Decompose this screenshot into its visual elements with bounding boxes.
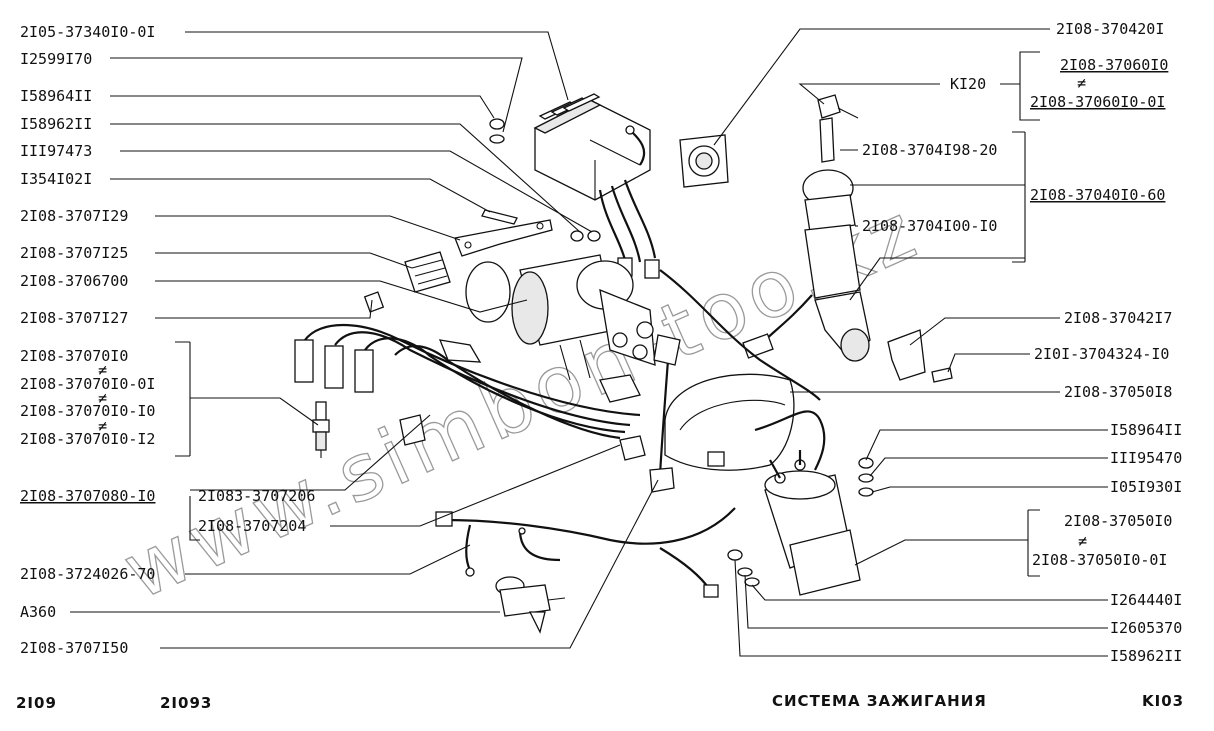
label-i2605370: I2605370	[1110, 619, 1182, 637]
label-2i08-3707i29: 2I08-3707I29	[20, 207, 128, 225]
label-2i08-3707i25: 2I08-3707I25	[20, 244, 128, 262]
ignition-key-icon	[817, 94, 859, 163]
wiring-harness-icon	[435, 507, 736, 598]
coil-cable-icon	[754, 410, 826, 471]
clamp-icon	[887, 329, 926, 381]
label-i58964ii-right: I58964II	[1110, 421, 1182, 439]
label-i2599i70: I2599I70	[20, 50, 92, 68]
o-ring-icon	[465, 261, 511, 323]
shroud-icon	[664, 373, 795, 471]
label-2i0i-3704324-i0: 2I0I-3704324-I0	[1034, 345, 1169, 363]
label-i58962ii-left: I58962II	[20, 115, 92, 133]
alt-markers-left: ≠ ≠ ≠	[98, 361, 107, 435]
alt-marker: ≠	[1078, 532, 1087, 550]
label-2i05-37340i0-0i: 2I05-37340I0-0I	[20, 23, 155, 41]
label-2i08-37050i0-0i: 2I08-37050I0-0I	[1032, 551, 1167, 569]
label-2i08-3707080-i0: 2I08-3707080-I0	[20, 487, 155, 505]
alt-marker: ≠	[1077, 74, 1086, 92]
label-2i08-3707i50: 2I08-3707I50	[20, 639, 128, 657]
label-2i08-3707204: 2I08-3707204	[198, 517, 306, 535]
fastener-group-left-icon	[481, 118, 601, 242]
label-2i08-37060i0-0i: 2I08-37060I0-0I	[1030, 93, 1165, 111]
label-2i08-37050i8: 2I08-37050I8	[1064, 383, 1172, 401]
label-i05i930i: I05I930I	[1110, 478, 1182, 496]
leader-lines	[70, 28, 1108, 657]
cover-gasket-icon	[679, 134, 729, 188]
footer-model-1: 2I09	[16, 694, 57, 712]
footer: 2I09 2I093 СИСТЕМА ЗАЖИГАНИЯ KI03	[16, 692, 1184, 712]
ignition-switch-icon	[742, 169, 871, 362]
label-2i083-3707206: 2I083-3707206	[198, 487, 315, 505]
label-iii97473: III97473	[20, 142, 92, 160]
label-2i08-37040i0-60: 2I08-37040I0-60	[1030, 186, 1165, 204]
label-2i08-37070i0-i2: 2I08-37070I0-I2	[20, 430, 155, 448]
alt-marker: ≠	[98, 389, 107, 407]
label-2i08-37070i0: 2I08-37070I0	[20, 347, 128, 365]
label-2i08-37070i0-0i: 2I08-37070I0-0I	[20, 375, 155, 393]
center-lead-icon	[649, 334, 681, 493]
alt-marker: ≠	[98, 417, 107, 435]
suppression-capacitor-icon	[495, 576, 566, 634]
label-2i08-37050i0: 2I08-37050I0	[1064, 512, 1172, 530]
label-2i08-3704i98-20: 2I08-3704I98-20	[862, 141, 997, 159]
label-i354i02i: I354I02I	[20, 170, 92, 188]
ignition-wires-icon	[294, 291, 646, 461]
label-2i08-37070i0-i0: 2I08-37070I0-I0	[20, 402, 155, 420]
switch-unit-icon	[533, 93, 660, 279]
ignition-coil-icon	[764, 450, 861, 596]
label-2i08-370420i: 2I08-370420I	[1056, 20, 1164, 38]
label-ki20: KI20	[950, 75, 986, 93]
bracket-icon	[454, 219, 553, 257]
footer-model-2: 2I093	[160, 694, 212, 712]
label-2i08-3704i00-i0: 2I08-3704I00-I0	[862, 217, 997, 235]
label-a360: A360	[20, 603, 56, 621]
label-i58964ii-left: I58964II	[20, 87, 92, 105]
switch-cable-icon	[659, 269, 821, 401]
distributor-icon	[511, 254, 656, 381]
alt-marker: ≠	[98, 361, 107, 379]
mid-labels: 2I083-3707206 2I08-3707204	[198, 487, 315, 535]
footer-title: СИСТЕМА ЗАЖИГАНИЯ	[772, 692, 987, 710]
label-2i08-3706700: 2I08-3706700	[20, 272, 128, 290]
label-2i08-37060i0: 2I08-37060I0	[1060, 56, 1168, 74]
connector-block-icon	[404, 251, 451, 293]
label-2i08-3724026-70: 2I08-3724026-70	[20, 565, 155, 583]
spark-plug-icon	[312, 401, 330, 458]
footer-code: KI03	[1142, 692, 1184, 710]
label-2i08-3707i27: 2I08-3707I27	[20, 309, 128, 327]
screw-icon	[931, 367, 953, 383]
label-iii95470: III95470	[1110, 449, 1182, 467]
right-labels: 2I08-370420I KI20 2I08-37060I0 ≠ 2I08-37…	[862, 20, 1182, 665]
label-i264440i: I264440I	[1110, 591, 1182, 609]
left-labels: 2I05-37340I0-0I I2599I70 I58964II I58962…	[20, 23, 155, 657]
label-2i08-37042i7: 2I08-37042I7	[1064, 309, 1172, 327]
label-i58962ii-right: I58962II	[1110, 647, 1182, 665]
